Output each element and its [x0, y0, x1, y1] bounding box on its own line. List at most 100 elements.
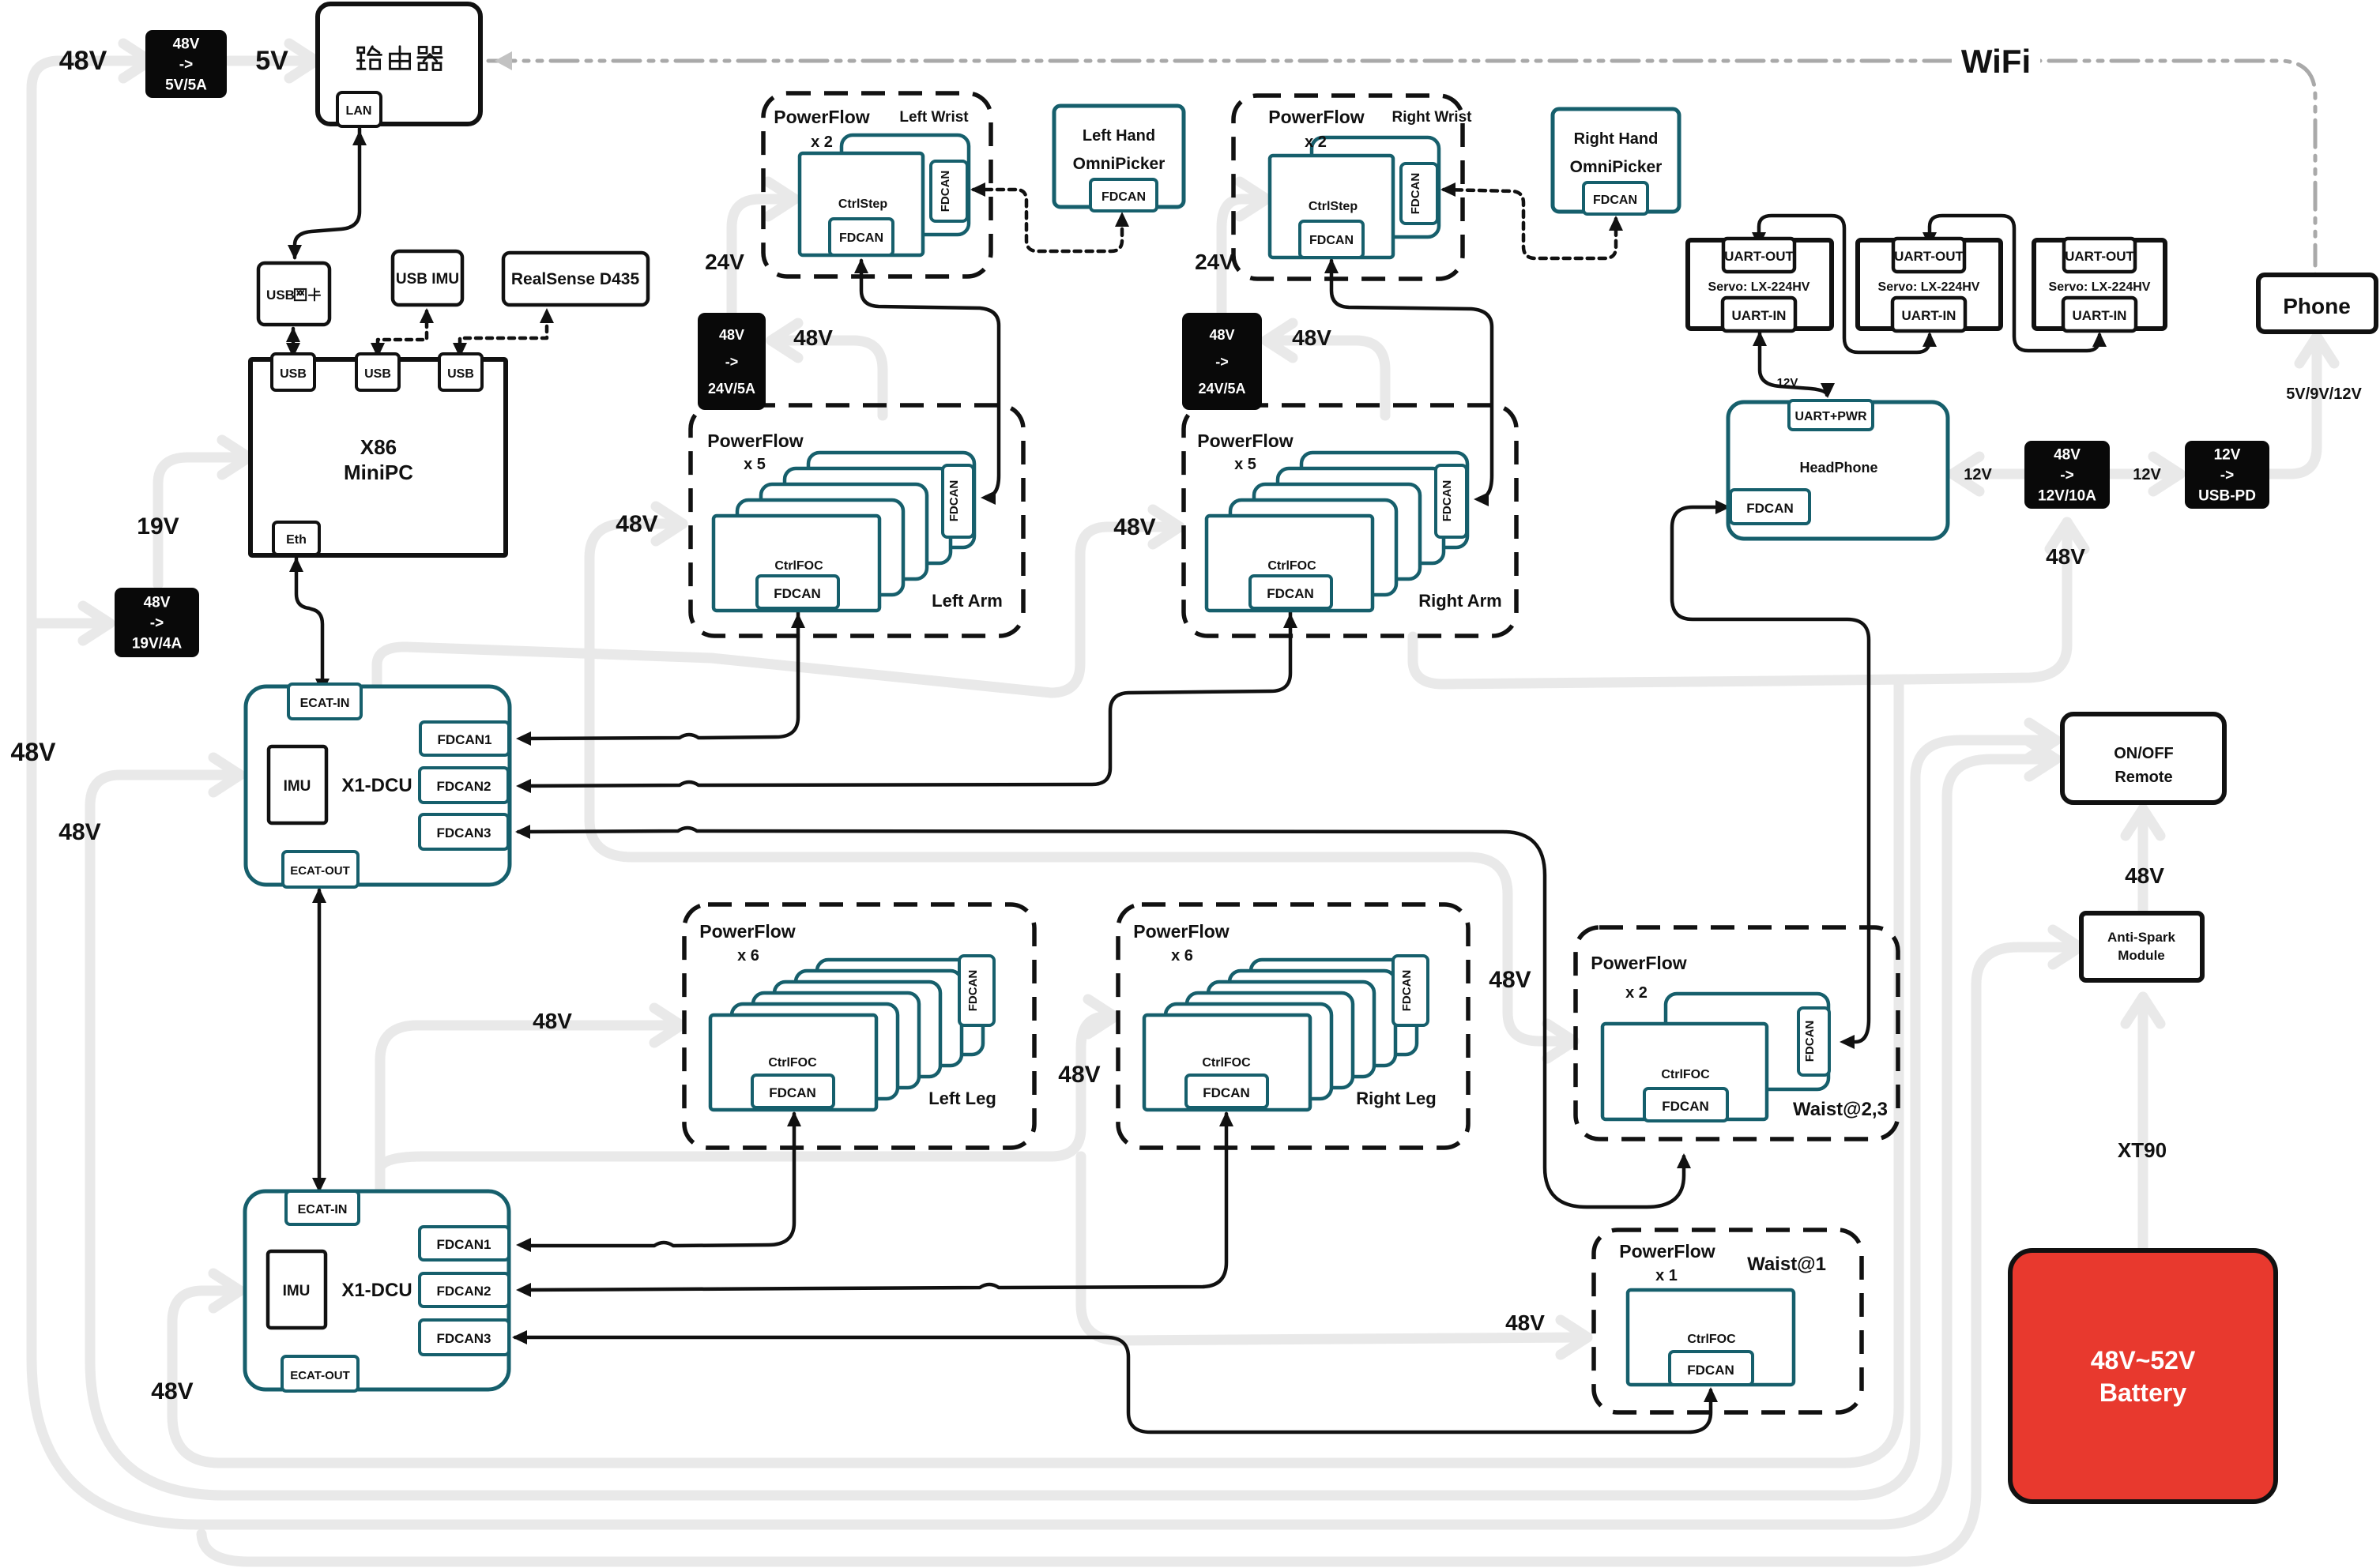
svg-text:CtrlFOC: CtrlFOC	[774, 559, 823, 573]
svg-text:12V: 12V	[2214, 447, 2241, 464]
svg-text:48V: 48V	[2046, 544, 2085, 569]
svg-text:PowerFlow: PowerFlow	[1268, 107, 1365, 127]
svg-text:PowerFlow: PowerFlow	[707, 431, 804, 451]
svg-text:USB: USB	[447, 367, 474, 381]
svg-text:FDCAN: FDCAN	[1102, 190, 1146, 204]
svg-text:->: ->	[1215, 354, 1229, 370]
svg-text:UART-IN: UART-IN	[1732, 308, 1787, 323]
svg-text:XT90: XT90	[2118, 1138, 2167, 1162]
svg-text:CtrlFOC: CtrlFOC	[1202, 1056, 1251, 1070]
svg-text:48V: 48V	[1505, 1310, 1545, 1335]
svg-text:UART-OUT: UART-OUT	[1724, 249, 1794, 264]
svg-text:RealSense D435: RealSense D435	[511, 270, 640, 288]
svg-text:FDCAN2: FDCAN2	[437, 1284, 491, 1299]
svg-text:ECAT-IN: ECAT-IN	[300, 697, 350, 710]
svg-text:MiniPC: MiniPC	[344, 461, 413, 484]
svg-text:48V: 48V	[59, 46, 107, 76]
svg-text:CtrlFOC: CtrlFOC	[1661, 1068, 1710, 1081]
svg-text:Anti-Spark: Anti-Spark	[2107, 930, 2176, 945]
svg-text:x 5: x 5	[1234, 456, 1256, 473]
svg-text:WiFi: WiFi	[1961, 43, 2031, 80]
svg-text:OmniPicker: OmniPicker	[1570, 158, 1663, 176]
svg-text:UART-OUT: UART-OUT	[1894, 249, 1964, 264]
svg-text:Left Leg: Left Leg	[928, 1089, 996, 1108]
svg-text:48V: 48V	[173, 36, 200, 53]
svg-text:PowerFlow: PowerFlow	[774, 107, 870, 127]
svg-text:FDCAN: FDCAN	[939, 171, 952, 212]
svg-text:FDCAN: FDCAN	[1440, 480, 1454, 522]
svg-text:X1-DCU: X1-DCU	[341, 775, 412, 796]
svg-text:FDCAN2: FDCAN2	[437, 779, 491, 794]
svg-text:x 5: x 5	[744, 456, 766, 473]
svg-text:PowerFlow: PowerFlow	[1619, 1241, 1715, 1262]
svg-text:CtrlFOC: CtrlFOC	[1267, 559, 1316, 573]
svg-text:FDCAN: FDCAN	[1203, 1085, 1250, 1100]
svg-text:X1-DCU: X1-DCU	[341, 1280, 412, 1301]
svg-text:->: ->	[725, 354, 739, 370]
svg-text:FDCAN: FDCAN	[769, 1085, 816, 1100]
svg-text:->: ->	[2220, 468, 2234, 484]
svg-text:Right Arm: Right Arm	[1418, 591, 1502, 611]
svg-text:48V: 48V	[2125, 863, 2164, 888]
svg-text:UART-IN: UART-IN	[2073, 308, 2127, 323]
svg-text:USB IMU: USB IMU	[396, 271, 459, 288]
svg-text:IMU: IMU	[284, 778, 311, 795]
svg-text:48V: 48V	[1292, 325, 1331, 350]
svg-text:x 6: x 6	[1171, 947, 1193, 964]
svg-text:OmniPicker: OmniPicker	[1073, 155, 1166, 173]
svg-text:Servo: LX-224HV: Servo: LX-224HV	[1708, 280, 1810, 294]
svg-text:Left Arm: Left Arm	[932, 591, 1003, 611]
svg-text:ECAT-OUT: ECAT-OUT	[290, 864, 350, 878]
svg-text:Module: Module	[2118, 948, 2165, 963]
svg-text:12V: 12V	[2133, 466, 2161, 483]
svg-text:24V: 24V	[705, 250, 744, 274]
svg-text:19V: 19V	[137, 513, 179, 540]
svg-text:->: ->	[2060, 468, 2073, 484]
svg-text:Phone: Phone	[2283, 294, 2351, 318]
svg-text:FDCAN: FDCAN	[1309, 234, 1354, 247]
svg-text:x 2: x 2	[1625, 984, 1648, 1002]
svg-text:ON/OFF: ON/OFF	[2114, 745, 2174, 762]
svg-text:USB: USB	[364, 367, 391, 381]
svg-text:48V: 48V	[1058, 1062, 1100, 1088]
svg-text:48V: 48V	[1209, 327, 1234, 343]
svg-text:ECAT-IN: ECAT-IN	[298, 1203, 348, 1216]
svg-text:19V/4A: 19V/4A	[132, 636, 183, 652]
svg-text:5V/9V/12V: 5V/9V/12V	[2286, 385, 2362, 403]
svg-text:FDCAN: FDCAN	[1803, 1021, 1817, 1062]
svg-text:FDCAN: FDCAN	[1400, 970, 1414, 1012]
svg-text:24V: 24V	[1195, 250, 1234, 274]
svg-text:x 2: x 2	[1305, 133, 1327, 151]
svg-text:48V: 48V	[151, 1378, 193, 1404]
svg-text:Waist@2,3: Waist@2,3	[1793, 1099, 1888, 1120]
svg-text:Servo: LX-224HV: Servo: LX-224HV	[2049, 280, 2151, 294]
svg-text:48V: 48V	[1113, 514, 1155, 540]
svg-text:FDCAN: FDCAN	[1746, 501, 1794, 516]
svg-text:FDCAN: FDCAN	[966, 970, 980, 1012]
svg-text:USB: USB	[280, 367, 307, 381]
svg-text:12V/10A: 12V/10A	[2038, 488, 2096, 505]
svg-text:CtrlStep: CtrlStep	[838, 197, 887, 211]
svg-text:FDCAN: FDCAN	[947, 480, 961, 522]
svg-text:48V: 48V	[144, 595, 171, 611]
svg-text:x 6: x 6	[737, 947, 759, 964]
svg-text:FDCAN: FDCAN	[839, 231, 883, 245]
svg-text:48V: 48V	[616, 511, 657, 537]
svg-text:Left Hand: Left Hand	[1083, 127, 1155, 145]
svg-text:PowerFlow: PowerFlow	[1133, 921, 1230, 942]
svg-text:USB-PD: USB-PD	[2198, 488, 2256, 505]
svg-text:CtrlFOC: CtrlFOC	[1687, 1333, 1736, 1346]
svg-text:UART-OUT: UART-OUT	[2065, 249, 2134, 264]
svg-text:->: ->	[150, 615, 164, 632]
svg-text:Waist@1: Waist@1	[1747, 1254, 1826, 1275]
svg-text:Right Hand: Right Hand	[1574, 130, 1659, 148]
svg-text:48V: 48V	[11, 738, 57, 766]
svg-text:x 2: x 2	[811, 133, 833, 151]
svg-text:ECAT-OUT: ECAT-OUT	[290, 1369, 350, 1382]
svg-text:FDCAN: FDCAN	[774, 586, 821, 601]
svg-text:FDCAN: FDCAN	[1687, 1363, 1734, 1378]
svg-text:12V: 12V	[1777, 376, 1798, 389]
svg-text:24V/5A: 24V/5A	[708, 381, 755, 397]
svg-text:12V: 12V	[1964, 466, 1992, 483]
svg-text:Eth: Eth	[286, 533, 307, 547]
